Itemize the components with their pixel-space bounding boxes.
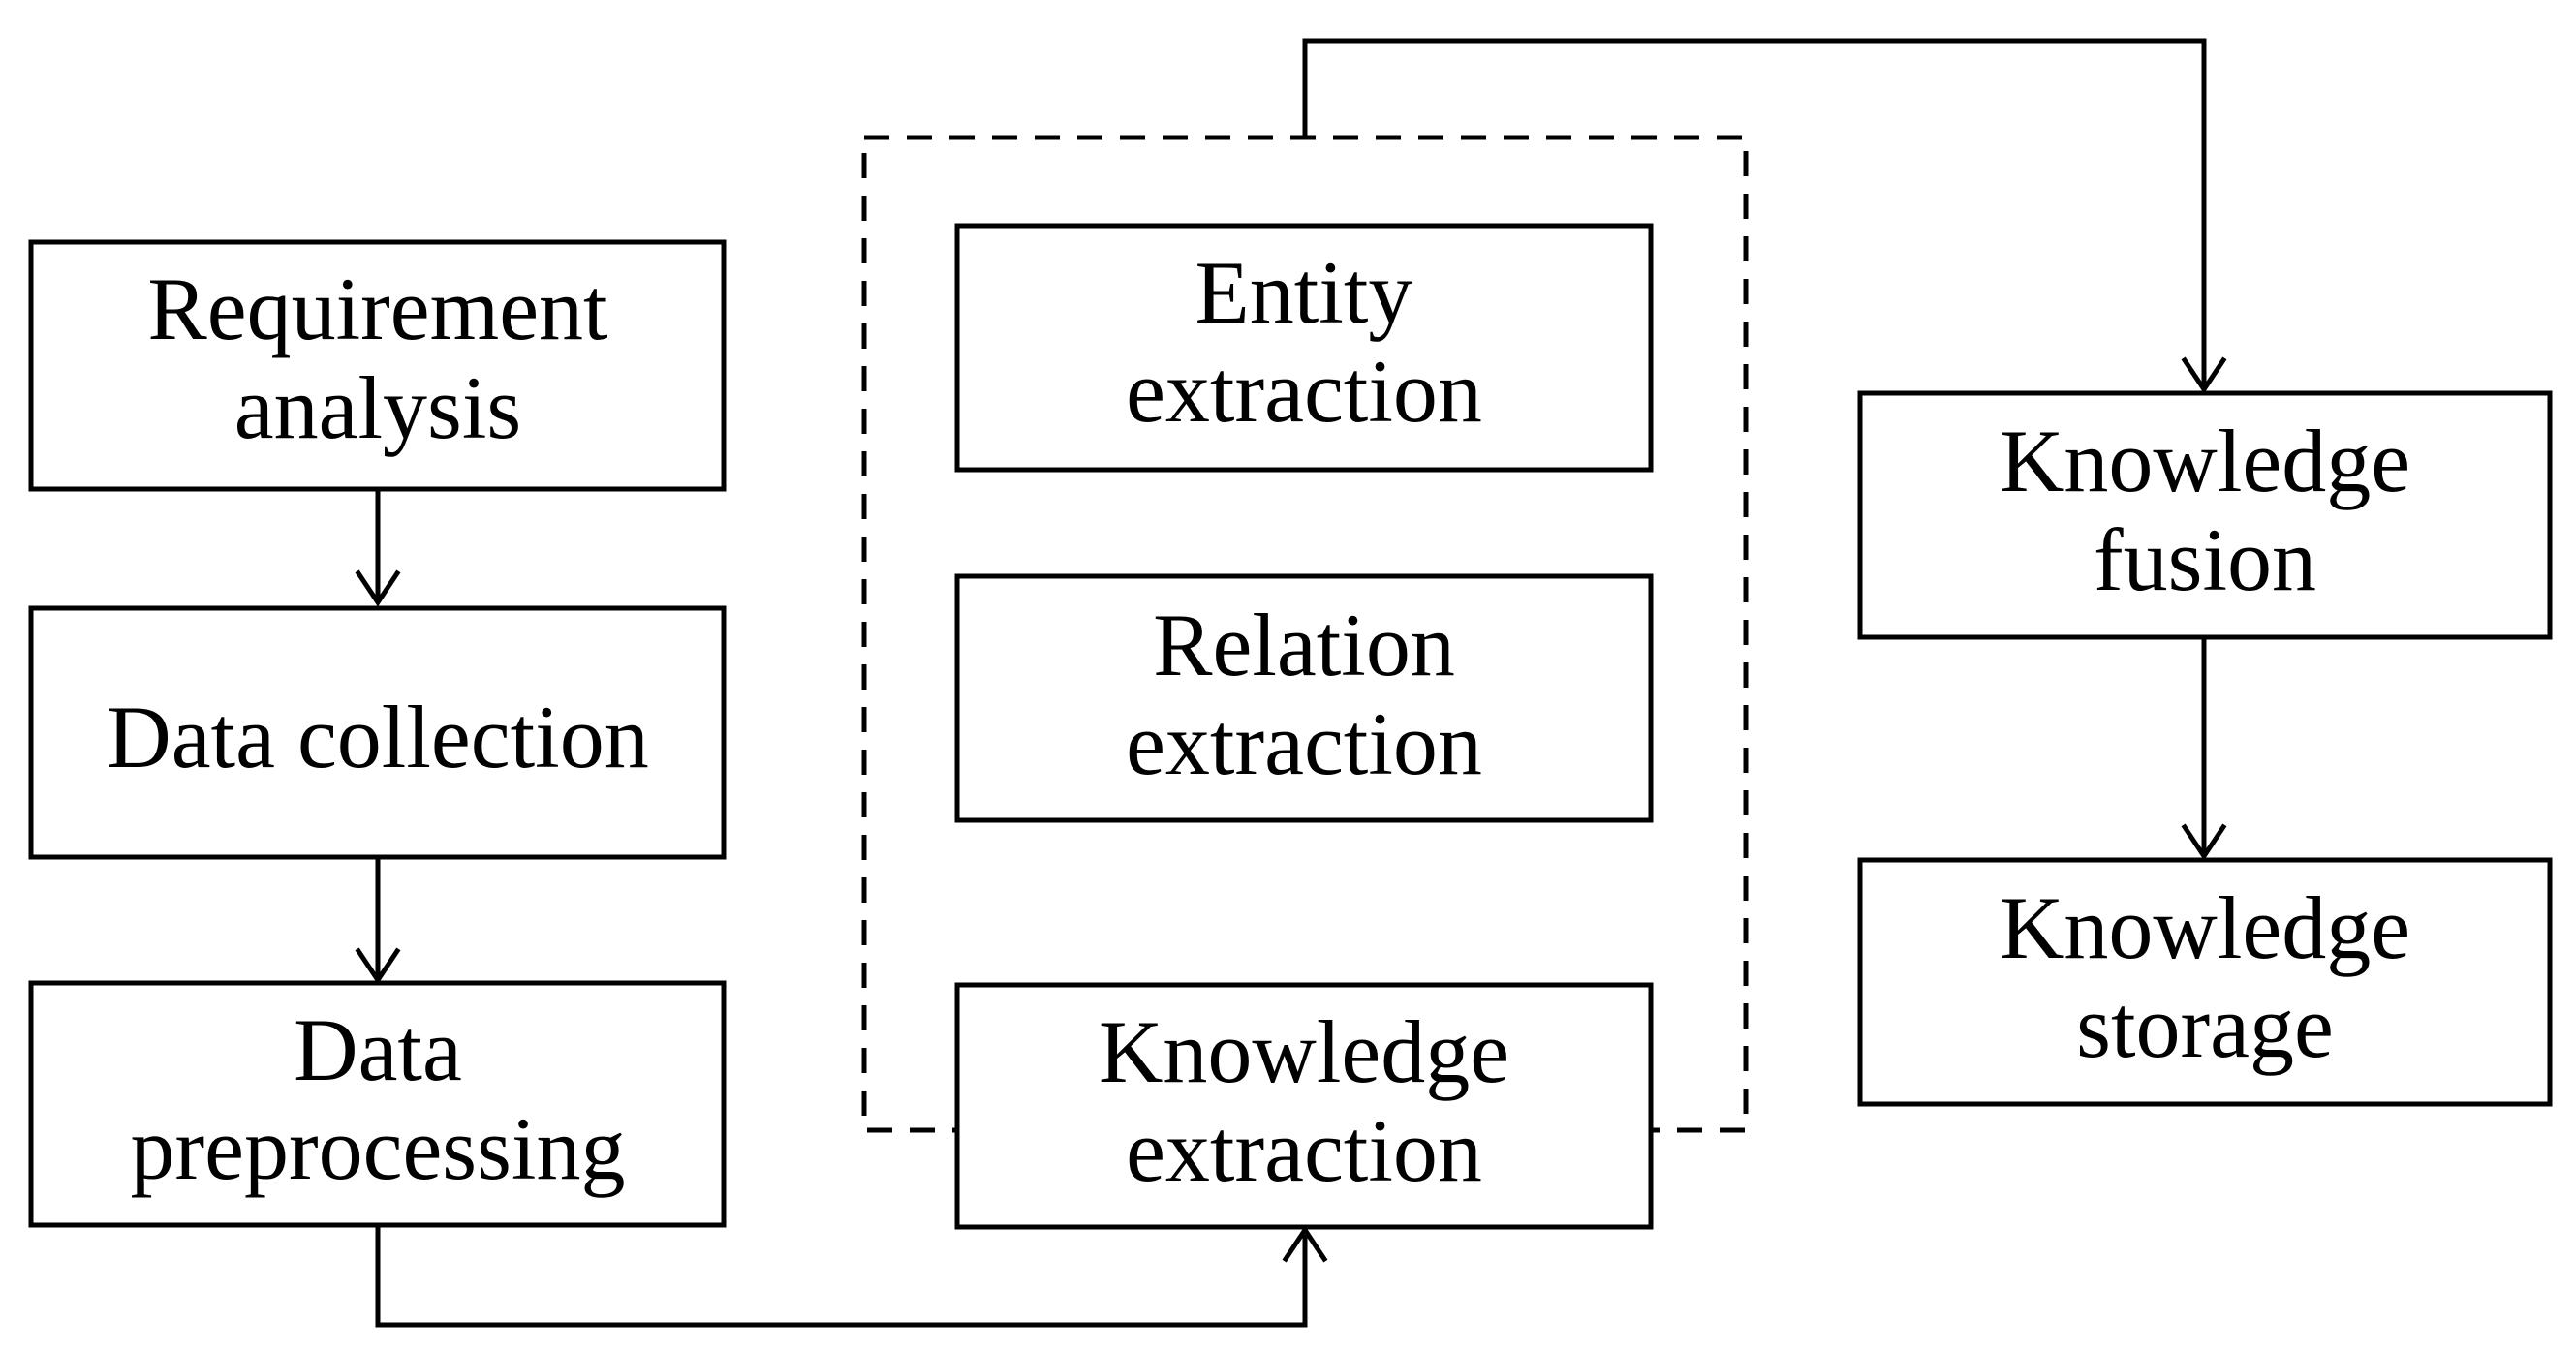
node-entity-extraction: Entity extraction <box>954 223 1654 473</box>
node-requirement-analysis: Requirement analysis <box>28 239 727 492</box>
edge-requirement-to-collection <box>355 489 401 607</box>
node-label-line: Requirement <box>147 260 608 358</box>
node-label-line: Knowledge <box>1099 1002 1509 1101</box>
node-knowledge-storage: Knowledge storage <box>1857 857 2553 1107</box>
edge-collection-to-preprocessing <box>355 857 401 985</box>
node-relation-extraction: Relation extraction <box>954 573 1654 823</box>
edge-extraction-group-to-fusion <box>1302 38 2227 394</box>
node-knowledge-extraction: Knowledge extraction <box>954 982 1654 1230</box>
node-label-line: storage <box>2076 977 2334 1076</box>
node-label-line: extraction <box>1126 694 1482 793</box>
node-data-preprocessing: Data preprocessing <box>28 980 727 1228</box>
node-label-line: analysis <box>234 358 521 457</box>
node-label-line: Data collection <box>107 688 648 786</box>
node-knowledge-fusion: Knowledge fusion <box>1857 390 2553 640</box>
node-label-line: extraction <box>1126 342 1482 441</box>
node-data-collection: Data collection <box>28 605 727 860</box>
node-label-line: Entity <box>1195 243 1413 342</box>
node-label-line: preprocessing <box>131 1099 626 1198</box>
node-label-line: Knowledge <box>2000 412 2410 510</box>
edge-fusion-to-storage <box>2181 637 2227 861</box>
edge-preprocessing-to-knowledge-extraction <box>375 1225 1328 1328</box>
node-label-line: fusion <box>2094 510 2316 609</box>
node-label-line: Data <box>294 1000 462 1099</box>
node-label-line: extraction <box>1126 1101 1482 1200</box>
node-label-line: Knowledge <box>2000 878 2410 977</box>
node-label-line: Relation <box>1153 596 1455 694</box>
